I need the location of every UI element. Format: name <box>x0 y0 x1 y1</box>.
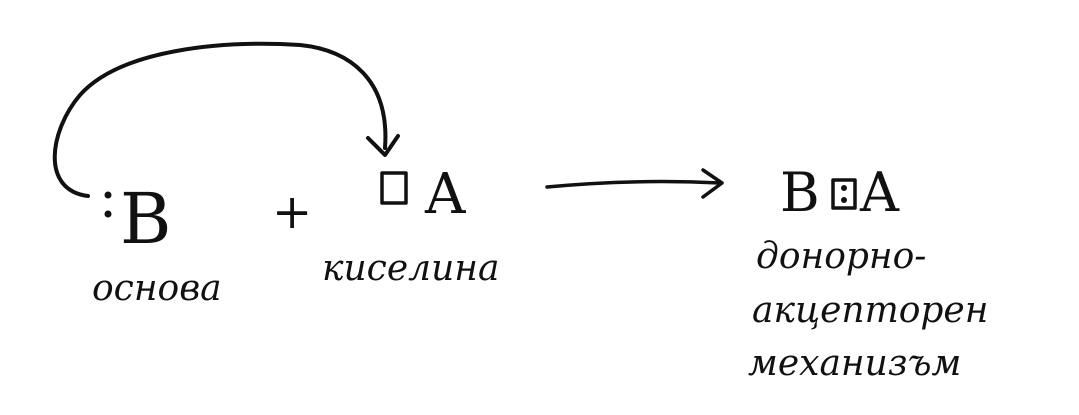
mechanism-label-line-3: механизъм <box>748 343 961 384</box>
empty-orbital-box <box>380 171 408 205</box>
electron-pair-curved-arrow <box>52 41 388 198</box>
acid-symbol: A <box>424 162 466 227</box>
lone-pair-dot-bottom <box>104 210 112 218</box>
mechanism-label-line-1: донорно- <box>756 236 926 277</box>
product-base-symbol: B <box>780 161 820 224</box>
reaction-arrow-head-icon <box>701 168 724 199</box>
product-acid-symbol: A <box>859 161 900 224</box>
filled-orbital-box <box>831 178 857 210</box>
base-symbol: B <box>120 178 171 260</box>
shared-pair-dot-top <box>841 185 847 191</box>
mechanism-label-line-2: акцепторен <box>752 290 988 331</box>
lone-pair-dot-top <box>104 191 112 199</box>
reaction-arrow <box>545 179 722 189</box>
curved-arrow-head-icon <box>366 134 400 157</box>
plus-sign: + <box>272 184 312 240</box>
acid-label: киселина <box>322 248 499 289</box>
base-label: основа <box>92 268 222 309</box>
shared-pair-dot-bottom <box>841 197 847 203</box>
